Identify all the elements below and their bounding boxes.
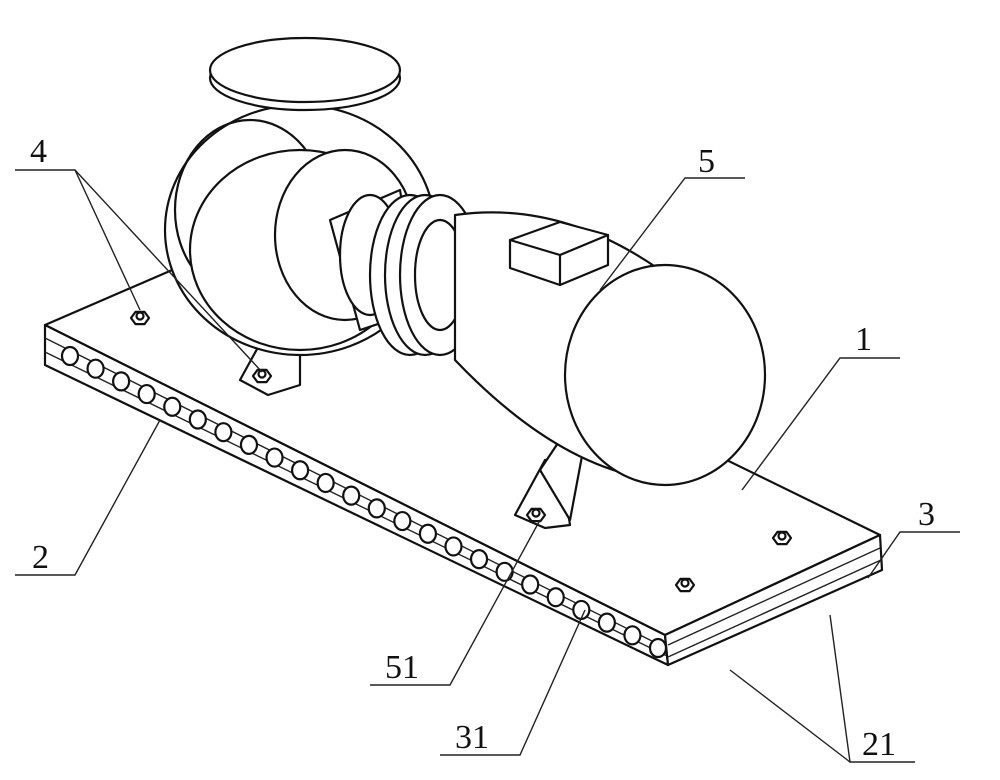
plate-end-face <box>663 533 884 667</box>
side-hole <box>367 498 386 519</box>
label-2: 2 <box>32 539 49 576</box>
side-hole <box>188 409 207 430</box>
label-31: 31 <box>455 719 489 756</box>
side-hole <box>137 383 156 405</box>
side-hole <box>393 510 412 532</box>
side-hole <box>163 396 182 417</box>
hex-bolt <box>251 368 273 384</box>
side-hole <box>60 345 80 367</box>
junction-box <box>508 220 610 287</box>
side-hole <box>316 472 335 494</box>
side-hole <box>546 587 565 608</box>
side-hole <box>86 358 105 379</box>
bolts <box>129 310 793 593</box>
side-hole <box>418 523 438 544</box>
hex-bolt <box>771 530 793 546</box>
side-hole <box>648 637 668 659</box>
side-hole <box>623 625 642 646</box>
side-hole <box>444 536 463 557</box>
hex-bolt <box>525 507 547 523</box>
side-hole <box>572 599 591 621</box>
label-5: 5 <box>698 143 715 180</box>
hex-bolt <box>674 577 696 593</box>
side-hole <box>469 549 489 570</box>
leader-lines <box>15 169 960 763</box>
side-holes <box>60 345 668 659</box>
side-hole <box>112 371 131 392</box>
side-hole <box>214 422 233 443</box>
side-hole <box>342 485 361 506</box>
label-51: 51 <box>385 649 419 686</box>
side-hole <box>521 574 540 595</box>
hex-bolt <box>129 310 151 326</box>
side-hole <box>597 612 616 633</box>
label-4: 4 <box>30 133 47 170</box>
label-21: 21 <box>862 726 896 763</box>
motor-end-cap <box>563 263 767 487</box>
side-hole <box>495 561 514 582</box>
label-3: 3 <box>918 496 935 533</box>
side-hole <box>265 447 284 468</box>
label-1: 1 <box>855 321 872 358</box>
side-hole <box>290 460 310 481</box>
side-hole <box>239 434 259 455</box>
